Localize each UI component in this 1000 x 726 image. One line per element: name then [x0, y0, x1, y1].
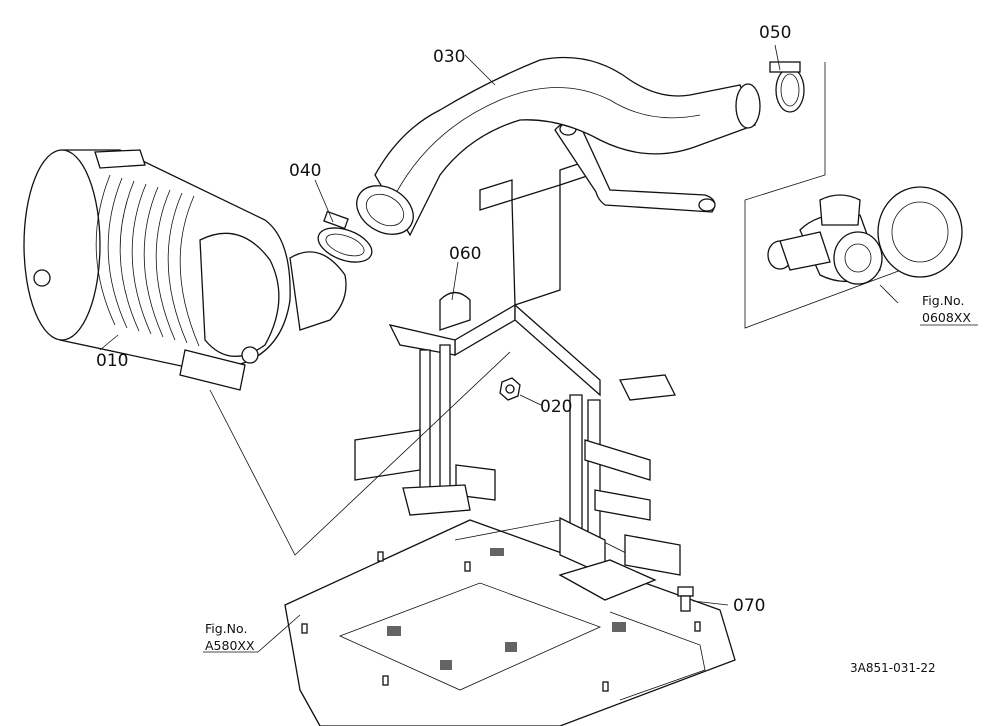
reference-lines [99, 44, 978, 653]
label-010: 010 [96, 351, 128, 371]
label-030: 030 [433, 47, 465, 67]
intake-hose [356, 56, 761, 237]
fig-ref-base-line1: Fig.No. [205, 621, 247, 636]
clamp-040 [317, 210, 373, 263]
clamp-050 [769, 61, 805, 113]
base-platform [284, 519, 736, 726]
fig-ref-turbo-line1: Fig.No. [922, 293, 964, 308]
label-020: 020 [540, 397, 572, 417]
label-060: 060 [449, 244, 481, 264]
turbo-inset [744, 62, 963, 329]
support-frame [354, 159, 681, 601]
base-studs [301, 551, 701, 692]
fig-ref-base-line2: A580XX [205, 638, 255, 653]
perforation-pattern [387, 548, 626, 670]
drawing-code: 3A851-031-22 [850, 661, 936, 675]
fig-ref-turbo-line2: 0608XX [922, 310, 971, 325]
bolt-020 [499, 377, 521, 401]
filter-ribs [95, 174, 200, 347]
label-050: 050 [759, 23, 791, 43]
bolt-070 [677, 586, 694, 612]
label-040: 040 [289, 161, 321, 181]
label-070: 070 [733, 596, 765, 616]
air-cleaner [23, 149, 347, 391]
